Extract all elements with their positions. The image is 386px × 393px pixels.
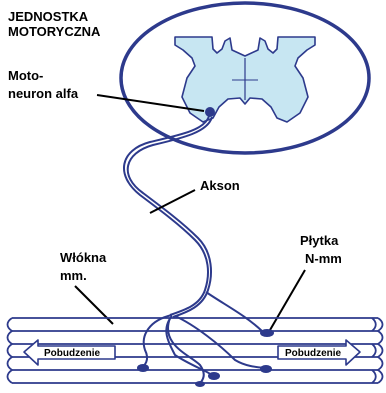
pobudzenie-right-label: Pobudzenie	[285, 348, 342, 359]
title-line-2: MOTORYCZNA	[8, 24, 101, 39]
wlokna-label-2: mm.	[60, 268, 87, 283]
end-plates	[137, 329, 274, 387]
title-line-1: JEDNOSTKA	[8, 9, 89, 24]
plytka-label-1: Płytka	[300, 233, 339, 248]
motoneuron-label-1: Moto-	[8, 68, 43, 83]
wlokna-label-1: Włókna	[60, 250, 107, 265]
akson-label: Akson	[200, 178, 240, 193]
axon	[124, 116, 265, 383]
motoneuron-label-2: neuron alfa	[8, 86, 79, 101]
motoneuron-body	[205, 107, 215, 117]
plytka-pointer	[270, 270, 305, 330]
akson-pointer	[150, 190, 195, 213]
plytka-label-2: N-mm	[305, 251, 342, 266]
pobudzenie-left-label: Pobudzenie	[44, 348, 101, 359]
